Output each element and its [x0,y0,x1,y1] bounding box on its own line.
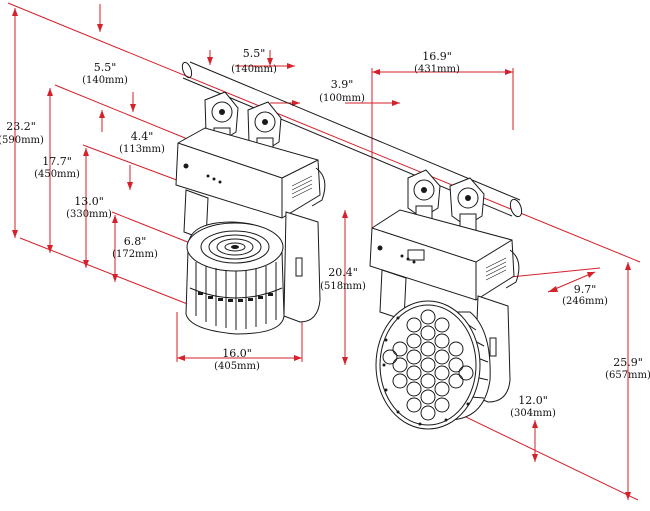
dim-label-main: 13.0" [74,195,104,208]
fixture-right [369,169,520,430]
dim-clamp-width: 5.5" (140mm) [231,47,277,75]
dim-label-sub: (100mm) [319,93,365,104]
dim-label-sub: (450mm) [34,169,80,180]
dim-label-main: 5.5" [243,47,266,60]
dim-label-main: 12.0" [518,394,548,407]
dim-base-width: 16.9" (431mm) [414,50,460,75]
dimension-arrowheads [12,8,631,500]
dim-body-height: 17.7" (450mm) [34,155,80,180]
dim-label-main: 20.4" [328,266,358,279]
dim-label-main: 16.9" [422,50,452,63]
dim-label-sub: (246mm) [562,296,608,307]
fixture-left [175,91,326,335]
dim-label-sub: (590mm) [0,135,44,146]
dim-label-sub: (657mm) [605,370,650,381]
dim-label-main: 3.9" [331,78,354,91]
dim-label-sub: (431mm) [414,64,460,75]
dim-total-height-left: 23.2" (590mm) [0,120,44,146]
dim-label-main: 25.9" [613,356,643,369]
dim-label-sub: (113mm) [119,144,165,155]
dim-label-sub: (172mm) [112,249,158,260]
dim-label-sub: (140mm) [231,64,277,75]
dim-yoke-height: 13.0" (330mm) [66,195,112,220]
dim-label-main: 23.2" [6,120,36,133]
head-right [375,300,491,430]
dim-pipe-offset: 3.9" (100mm) [319,78,365,104]
dim-fixture-height: 20.4" (518mm) [320,266,366,292]
dim-side-depth: 9.7" (246mm) [562,283,608,307]
dim-label-main: 17.7" [42,155,72,168]
dim-lens-diameter: 12.0" (304mm) [510,394,556,419]
dimension-labels: 5.5" (140mm) 5.5" (140mm) 16.9" (431mm) … [0,47,650,419]
dim-label-main: 4.4" [131,130,154,143]
dim-label-sub: (140mm) [82,75,128,86]
clamp-right-2 [449,177,485,233]
dim-label-sub: (330mm) [66,209,112,220]
dim-head-width: 16.0" (405mm) [214,347,260,372]
dim-top-clamp-spacing: 5.5" (140mm) [82,61,128,86]
dim-label-main: 5.5" [94,61,117,74]
dim-label-sub: (304mm) [510,408,556,419]
dim-base-depth: 4.4" (113mm) [119,130,165,155]
dim-label-sub: (518mm) [320,281,366,292]
dim-label-main: 6.8" [124,235,147,248]
dim-total-height-right: 25.9" (657mm) [605,356,650,381]
dim-label-sub: (405mm) [214,361,260,372]
dim-head-height: 6.8" (172mm) [112,235,158,260]
dim-label-main: 9.7" [574,283,597,296]
head-left [185,221,285,335]
dim-label-main: 16.0" [222,347,252,360]
